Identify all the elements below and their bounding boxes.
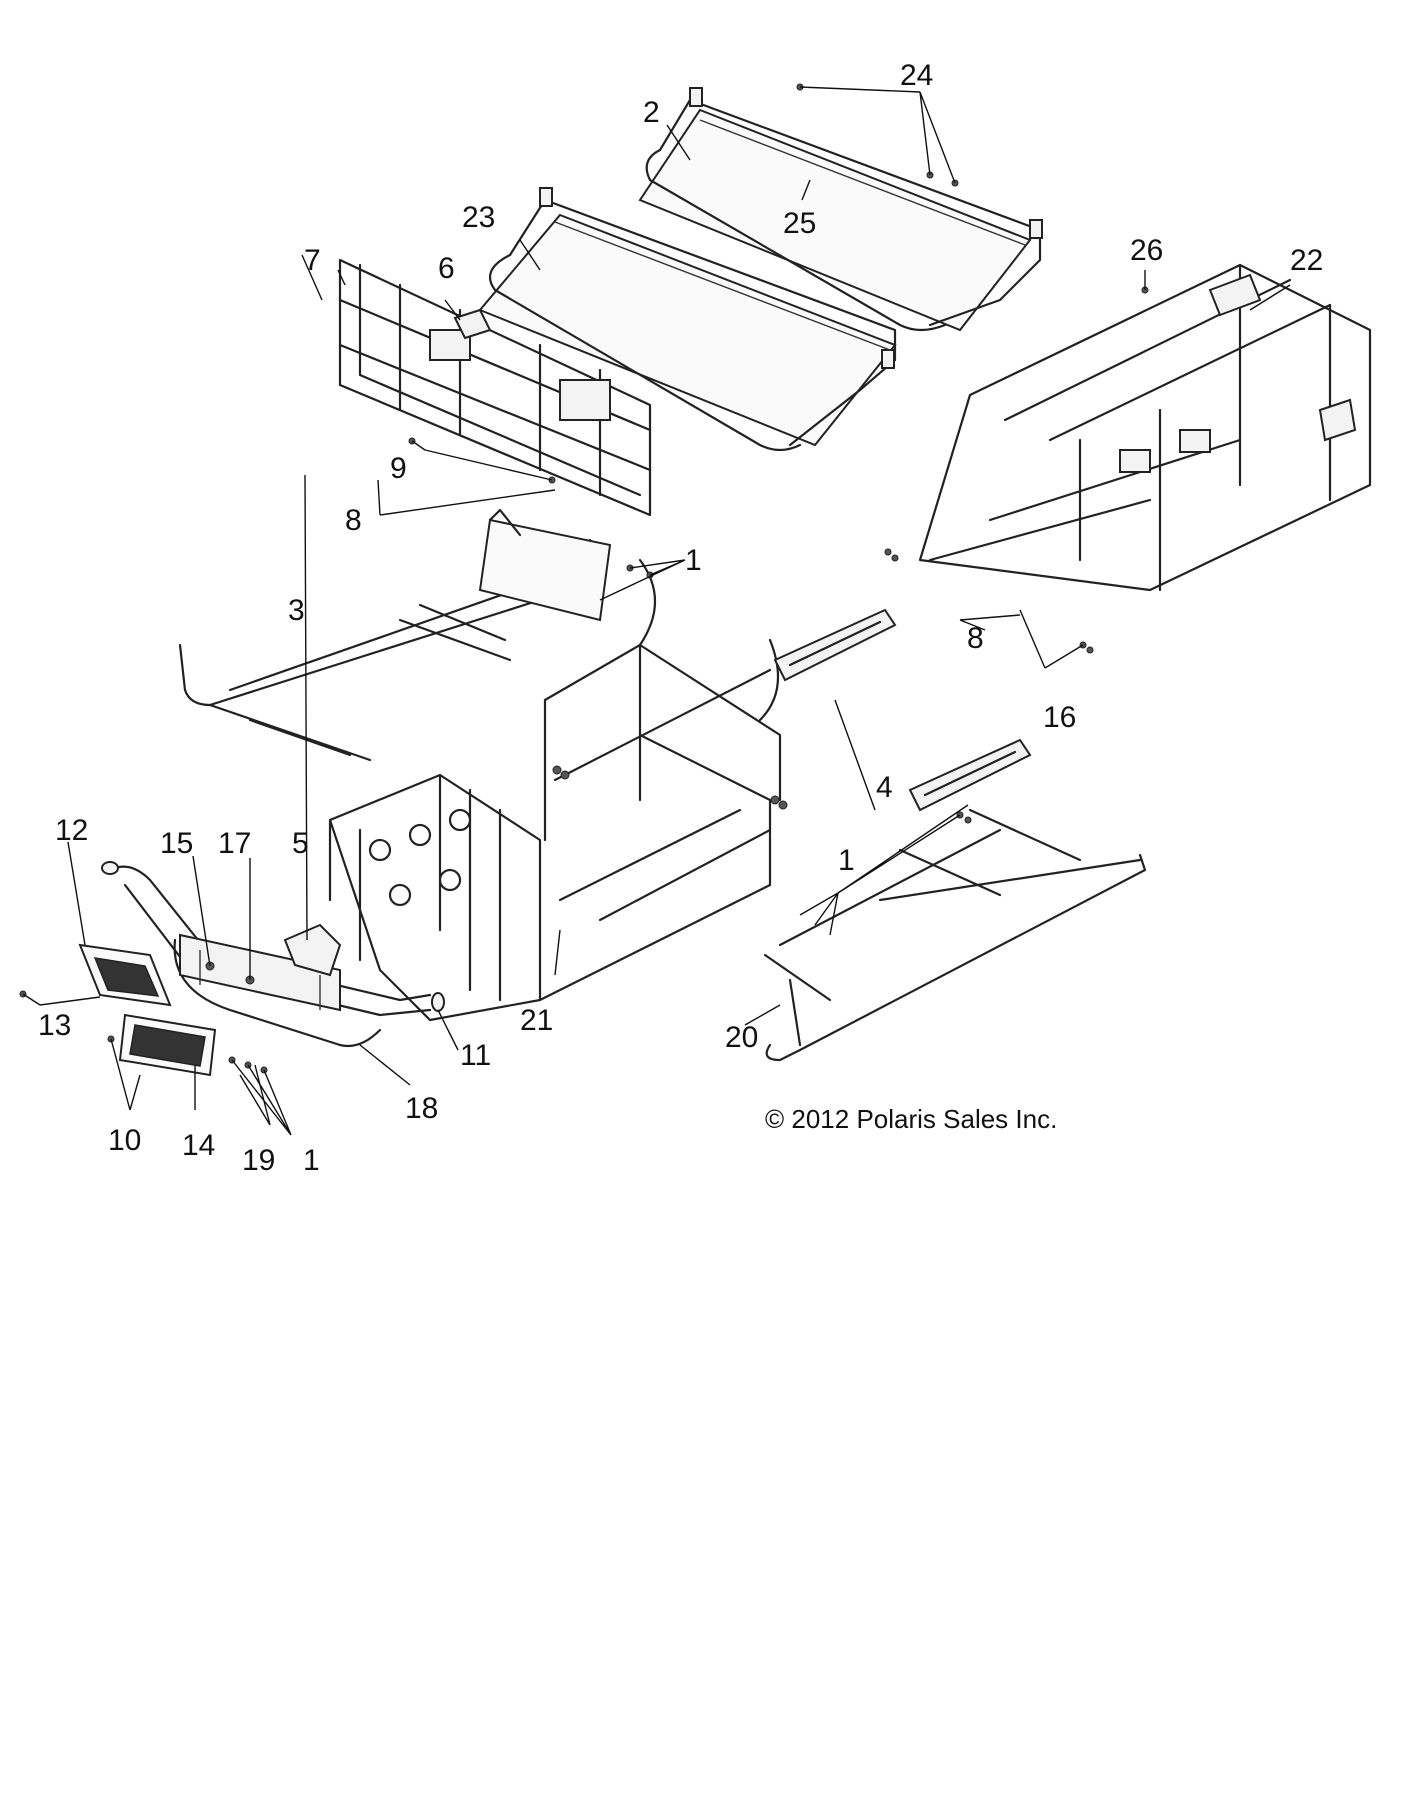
callout-26: 26 bbox=[1130, 234, 1163, 267]
cross-member-lower bbox=[908, 738, 1032, 812]
callout-12: 12 bbox=[55, 814, 88, 847]
bracket-part-5 bbox=[283, 923, 342, 977]
callout-15: 15 bbox=[160, 827, 193, 860]
cargo-tray-rear bbox=[638, 87, 1043, 332]
callout-24: 24 bbox=[900, 59, 933, 92]
callout-labels: 1 1 1 2 3 4 5 6 7 8 8 9 10 11 12 13 14 1… bbox=[38, 59, 1323, 1177]
callout-7: 7 bbox=[304, 244, 321, 277]
callout-13: 13 bbox=[38, 1009, 71, 1042]
callout-20: 20 bbox=[725, 1021, 758, 1054]
callout-25: 25 bbox=[783, 207, 816, 240]
cab-back-frame bbox=[338, 258, 652, 517]
callout-8-right: 8 bbox=[967, 622, 984, 655]
callout-17: 17 bbox=[218, 827, 251, 860]
callout-14: 14 bbox=[182, 1129, 215, 1162]
callout-1-lower: 1 bbox=[303, 1144, 320, 1177]
callout-6: 6 bbox=[438, 252, 455, 285]
callout-19: 19 bbox=[242, 1144, 275, 1177]
callout-8-left: 8 bbox=[345, 504, 362, 537]
callout-4: 4 bbox=[876, 771, 893, 804]
callout-23: 23 bbox=[462, 201, 495, 234]
lower-grille bbox=[118, 1013, 217, 1077]
front-bumper bbox=[101, 861, 432, 1048]
floor-frame-right bbox=[763, 808, 1147, 1062]
callout-9: 9 bbox=[390, 452, 407, 485]
callout-10: 10 bbox=[108, 1124, 141, 1157]
callout-16: 16 bbox=[1043, 701, 1076, 734]
bracket-part-6 bbox=[453, 308, 492, 340]
callout-18: 18 bbox=[405, 1092, 438, 1125]
copyright-notice: © 2012 Polaris Sales Inc. bbox=[765, 1104, 1057, 1134]
cross-member-upper bbox=[773, 608, 897, 682]
upper-grille bbox=[78, 943, 172, 1007]
callout-3: 3 bbox=[288, 594, 305, 627]
callout-2: 2 bbox=[643, 96, 660, 129]
callout-21: 21 bbox=[520, 1004, 553, 1037]
cargo-tray-front bbox=[478, 187, 897, 452]
callout-1-upper: 1 bbox=[685, 544, 702, 577]
callout-5: 5 bbox=[292, 827, 309, 860]
callout-1-right: 1 bbox=[838, 844, 855, 877]
main-frame bbox=[328, 558, 782, 1022]
callout-22: 22 bbox=[1290, 244, 1323, 277]
end-cap bbox=[431, 992, 445, 1012]
floor-frame-left bbox=[178, 508, 612, 762]
callout-11: 11 bbox=[460, 1039, 491, 1072]
leader-lines bbox=[22, 86, 1291, 1136]
rear-frame bbox=[918, 263, 1372, 592]
